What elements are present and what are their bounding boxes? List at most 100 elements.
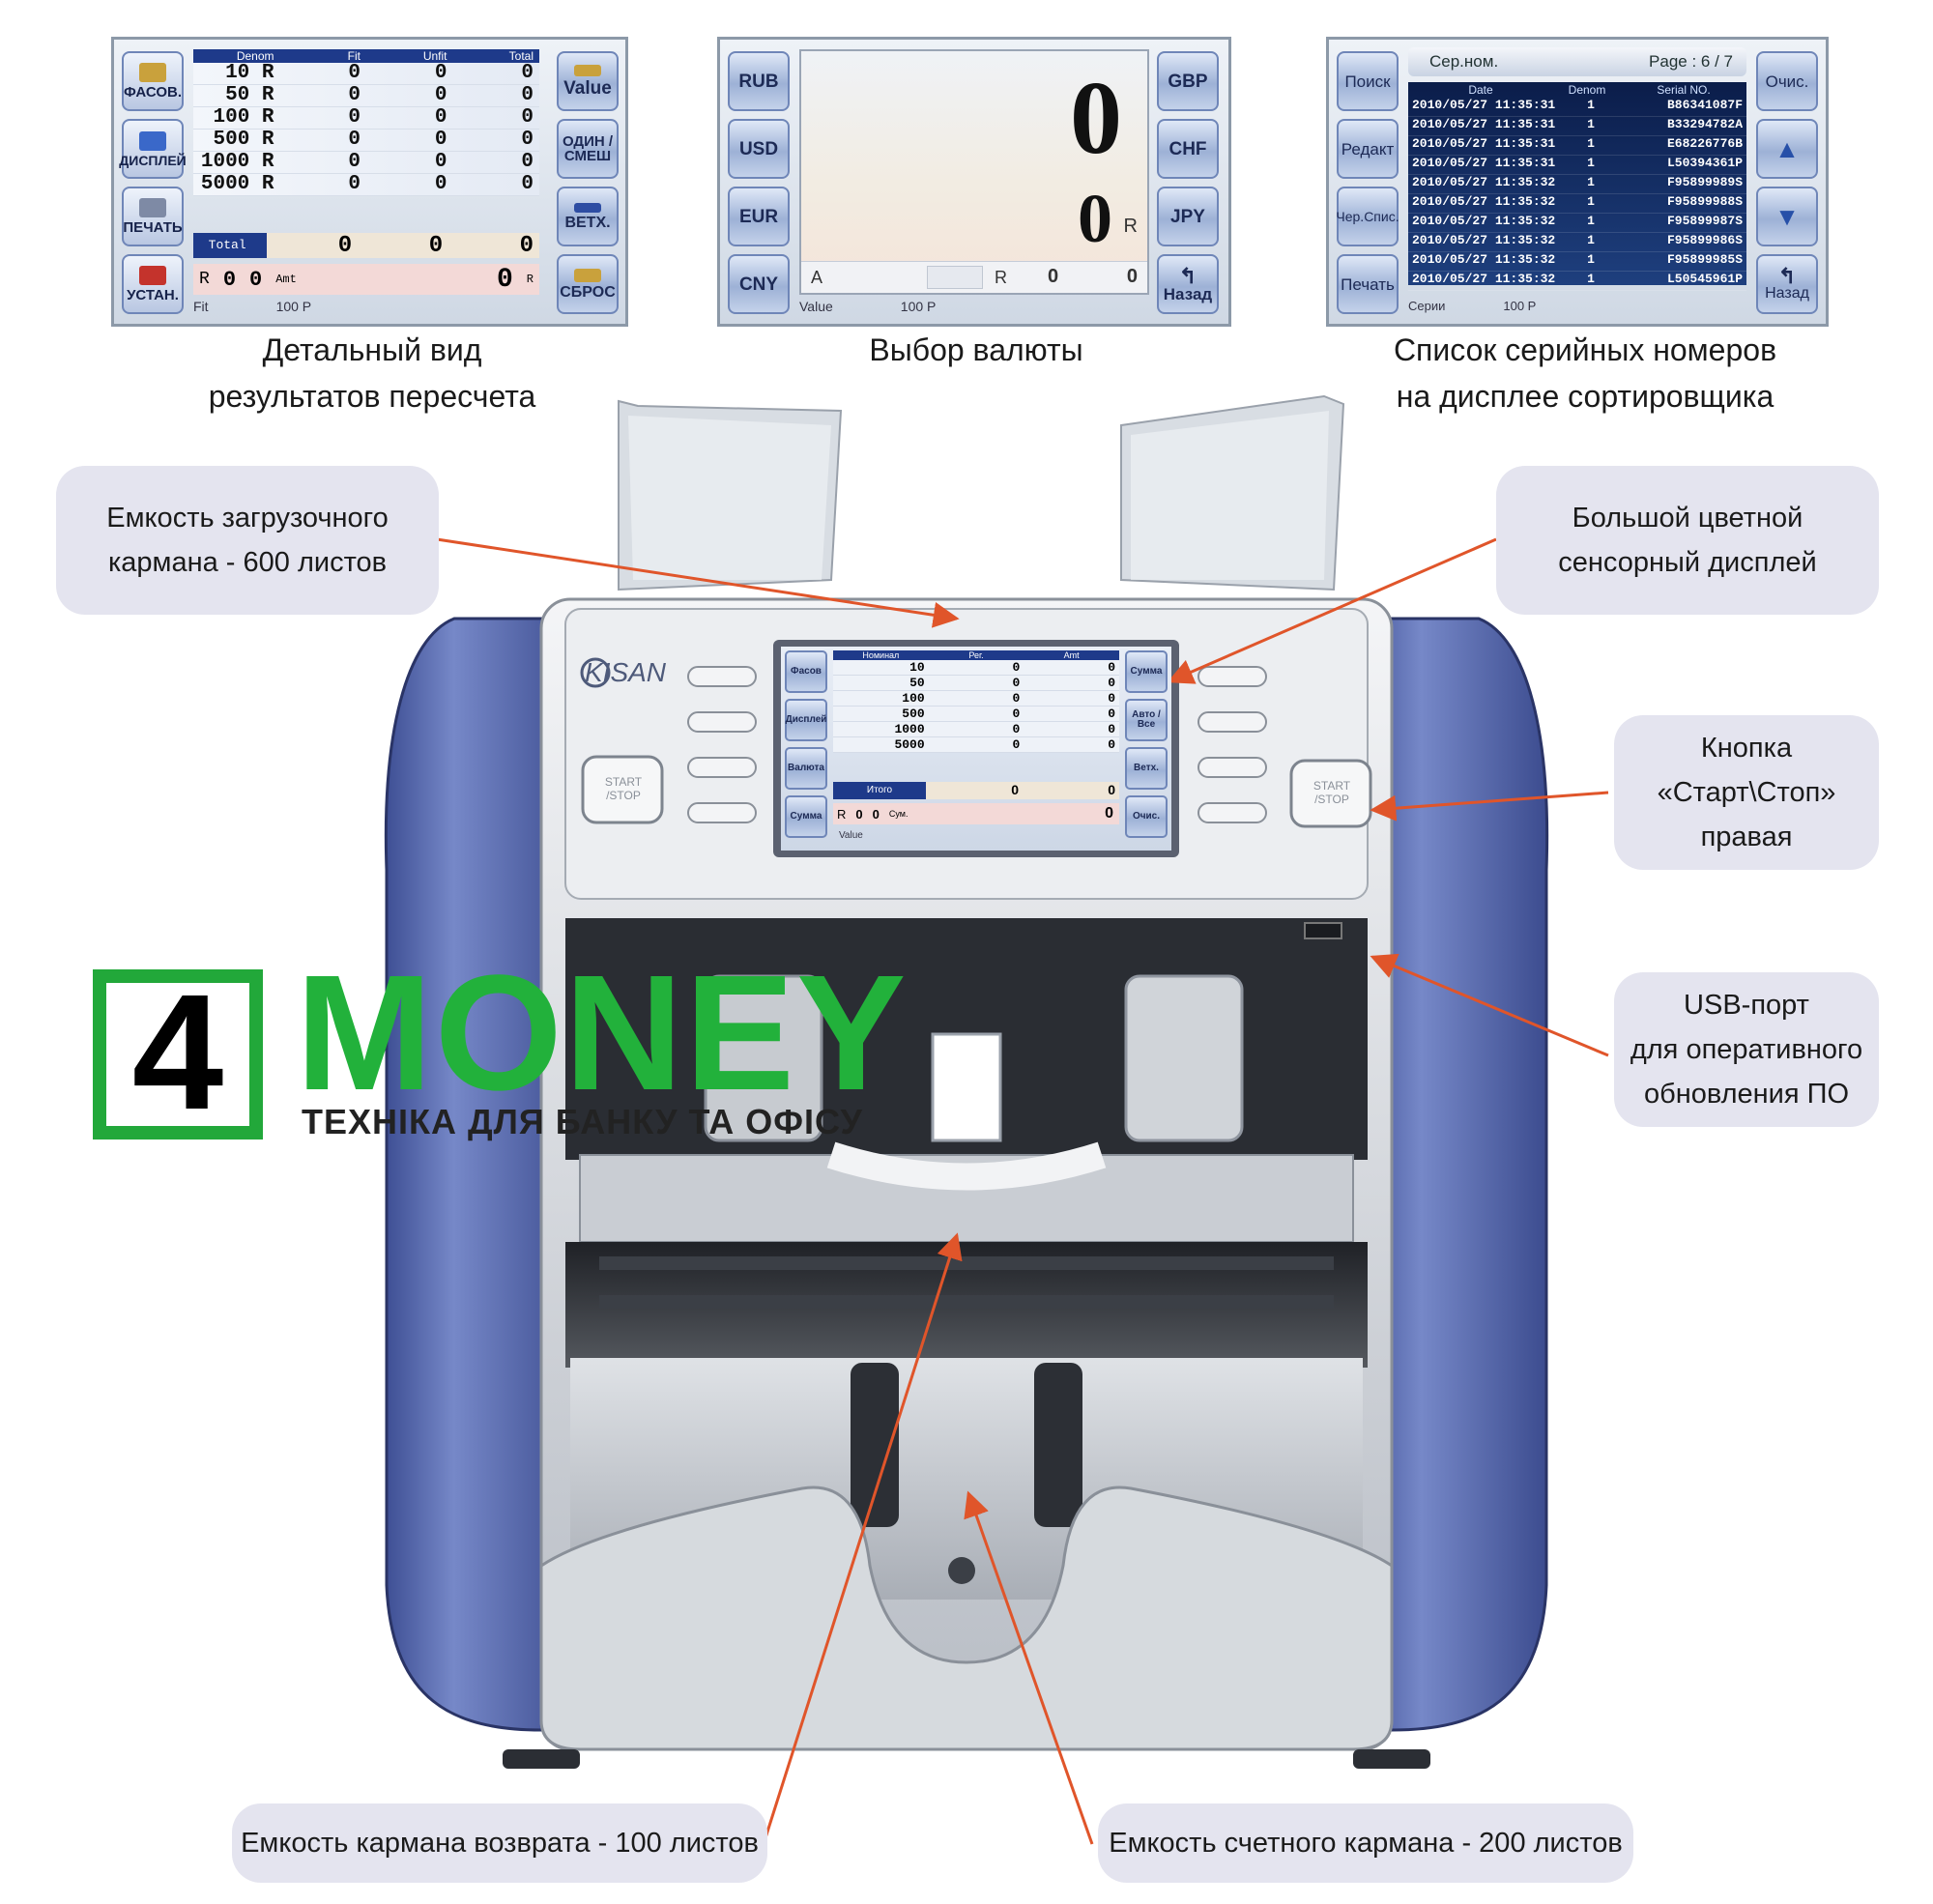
usb-callout: USB-порт для оперативного обновления ПО: [1614, 972, 1879, 1127]
scroll-down-button[interactable]: ▼: [1756, 187, 1818, 246]
logo-4-square: 4: [93, 967, 263, 1140]
settings-button[interactable]: УСТАН.: [122, 254, 184, 314]
start-stop-left-button: [581, 755, 664, 824]
note-icon: [574, 202, 601, 213]
machine-total-row: Итого 0 0: [833, 782, 1119, 799]
back-arrow-icon: ↰: [1777, 264, 1797, 288]
serial-caption: Список серийных номеров на дисплее сорти…: [1393, 332, 1777, 414]
currency-rub-button[interactable]: RUB: [728, 51, 790, 111]
start-stop-right-button: [1289, 759, 1372, 828]
coins-icon: [573, 268, 601, 282]
currency-screen: RUB USD EUR CNY 0 0 R A R 0 0 Value 100 …: [717, 37, 1231, 327]
brand-logo: KISAN: [585, 657, 667, 687]
print-button[interactable]: ПЕЧАТЬ: [122, 187, 184, 246]
monitor-icon: [139, 130, 166, 151]
machine-footer: Value: [839, 830, 863, 841]
worn-button[interactable]: ВЕТХ.: [557, 187, 619, 246]
start-stop-left-label: START /STOP: [604, 775, 643, 802]
machine-fasov-button[interactable]: Фасов: [785, 650, 827, 693]
detail-caption: Детальный вид результатов пересчета: [208, 332, 536, 414]
display-button[interactable]: ДИСПЛЕЙ: [119, 119, 187, 179]
machine-auto-button[interactable]: Авто / Все: [1125, 699, 1168, 741]
tools-icon: [139, 266, 166, 285]
front-lip: [539, 1486, 1394, 1751]
value-button[interactable]: Value: [557, 51, 619, 111]
detail-footer: Fit 100 P: [193, 299, 312, 314]
serial-table-header: Date Denom Serial NO.: [1468, 83, 1711, 97]
serial-table: Date Denom Serial NO. 2010/05/27 11:35:3…: [1408, 82, 1746, 291]
coins-icon: [139, 63, 166, 82]
logo-money-word: MONEY: [296, 941, 909, 1125]
machine-currency-button[interactable]: Валюта: [785, 747, 827, 790]
down-arrow-icon: ▼: [1774, 202, 1800, 231]
currency-caption: Выбор валюты: [869, 332, 1083, 367]
reset-button[interactable]: СБРОС: [557, 254, 619, 314]
machine-display-button[interactable]: Дисплей: [785, 699, 827, 741]
serial-back-button[interactable]: ↰Назад: [1756, 254, 1818, 314]
detail-screen: ФАСОВ. ДИСПЛЕЙ ПЕЧАТЬ УСТАН. Denom Fit U…: [111, 37, 628, 327]
count-value: 0: [1070, 61, 1122, 176]
serial-screen: Поиск Редакт Чер.Спис. Печать Сер.ном. P…: [1326, 37, 1829, 327]
currency-cny-button[interactable]: CNY: [728, 254, 790, 314]
detail-table-header: Denom Fit Unfit Total: [193, 49, 539, 63]
reject-pocket-callout: Емкость кармана возврата - 100 листов: [232, 1803, 767, 1883]
stacker-pocket-callout: Емкость счетного кармана - 200 листов: [1098, 1803, 1633, 1883]
single-mixed-button[interactable]: ОДИН / СМЕШ: [557, 119, 619, 179]
scroll-up-button[interactable]: ▲: [1756, 119, 1818, 179]
status-blank-field: [927, 266, 983, 289]
currency-gbp-button[interactable]: GBP: [1157, 51, 1219, 111]
right-side-shell: [1351, 617, 1549, 1732]
feed-hopper: [618, 394, 1345, 591]
currency-chf-button[interactable]: CHF: [1157, 119, 1219, 179]
machine-worn-button[interactable]: Ветх.: [1125, 747, 1168, 790]
currency-footer: Value 100 P: [799, 299, 937, 314]
edit-button[interactable]: Редакт: [1337, 119, 1399, 179]
callout-arrows: [436, 537, 1609, 1845]
currency-jpy-button[interactable]: JPY: [1157, 187, 1219, 246]
machine-clear-button[interactable]: Очис.: [1125, 795, 1168, 838]
currency-usd-button[interactable]: USD: [728, 119, 790, 179]
serial-footer: Серии 100 P: [1408, 299, 1537, 313]
note-guide: [826, 1141, 1107, 1191]
print-serial-button[interactable]: Печать: [1337, 254, 1399, 314]
blacklist-button[interactable]: Чер.Спис.: [1336, 187, 1399, 246]
left-side-shell: [384, 617, 582, 1732]
back-button[interactable]: ↰Назад: [1157, 254, 1219, 314]
counter-display: 0 0 R A R 0 0: [799, 49, 1149, 295]
fasov-button[interactable]: ФАСОВ.: [122, 51, 184, 111]
machine-sum-button[interactable]: Сумма: [1125, 650, 1168, 693]
search-button[interactable]: Поиск: [1337, 51, 1399, 111]
clear-button[interactable]: Очис.: [1756, 51, 1818, 111]
currency-eur-button[interactable]: EUR: [728, 187, 790, 246]
display-callout: Большой цветной сенсорный дисплей: [1496, 466, 1879, 615]
usb-port: [1304, 922, 1342, 939]
detail-total-row: Total 0 0 0: [193, 233, 539, 259]
machine-sum-left-button[interactable]: Сумма: [785, 795, 827, 838]
machine-display: Фасов Дисплей Валюта Сумма Номинал Рег. …: [781, 647, 1171, 851]
